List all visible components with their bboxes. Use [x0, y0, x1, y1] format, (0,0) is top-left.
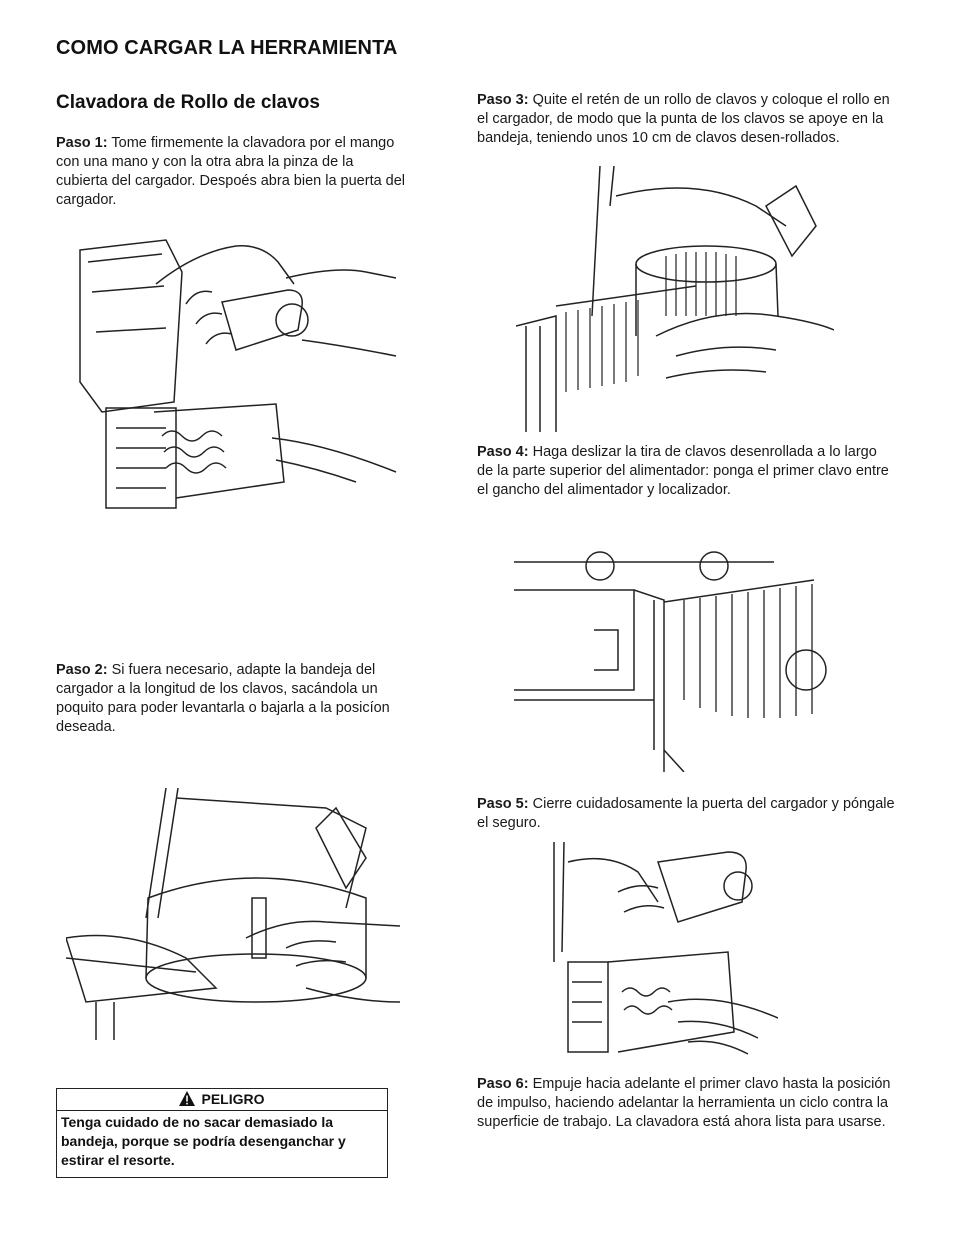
- step-6: Paso 6: Empuje hacia adelante el primer …: [477, 1075, 895, 1132]
- page-subtitle: Clavadora de Rollo de clavos: [56, 92, 320, 113]
- step-3: Paso 3: Quite el retén de un rollo de cl…: [477, 91, 895, 148]
- warning-text: Tenga cuidado de no sacar demasiado la b…: [61, 1114, 346, 1168]
- step-3-label: Paso 3:: [477, 92, 529, 108]
- step-1-label: Paso 1:: [56, 135, 108, 151]
- step-4-text: Haga deslizar la tira de clavos desenrol…: [477, 444, 889, 498]
- step-5: Paso 5: Cierre cuidadosamente la puerta …: [477, 795, 895, 833]
- step-2-illustration: [66, 788, 400, 1040]
- step-4-label: Paso 4:: [477, 444, 529, 460]
- warning-header: PELIGRO: [57, 1089, 387, 1111]
- step-5-illustration: [548, 842, 778, 1066]
- step-5-label: Paso 5:: [477, 796, 529, 812]
- step-2: Paso 2: Si fuera necesario, adapte la ba…: [56, 661, 406, 737]
- step-1: Paso 1: Tome firmemente la clavadora por…: [56, 134, 406, 210]
- step-3-text: Quite el retén de un rollo de clavos y c…: [477, 92, 890, 146]
- step-4-illustration: [514, 520, 834, 772]
- step-6-label: Paso 6:: [477, 1076, 529, 1092]
- page-title: COMO CARGAR LA HERRAMIENTA: [56, 37, 398, 59]
- step-4: Paso 4: Haga deslizar la tira de clavos …: [477, 443, 895, 500]
- warning-label: PELIGRO: [201, 1091, 265, 1107]
- step-2-label: Paso 2:: [56, 662, 108, 678]
- step-2-text: Si fuera necesario, adapte la bandeja de…: [56, 662, 390, 735]
- step-6-text: Empuje hacia adelante el primer clavo ha…: [477, 1076, 891, 1130]
- warning-box: PELIGRO Tenga cuidado de no sacar demasi…: [56, 1088, 388, 1178]
- step-1-text: Tome firmemente la clavadora por el mang…: [56, 135, 406, 208]
- step-5-text: Cierre cuidadosamente la puerta del carg…: [477, 796, 895, 831]
- step-3-illustration: [516, 166, 834, 432]
- step-1-illustration: [66, 232, 398, 522]
- warning-triangle-icon: [179, 1091, 196, 1112]
